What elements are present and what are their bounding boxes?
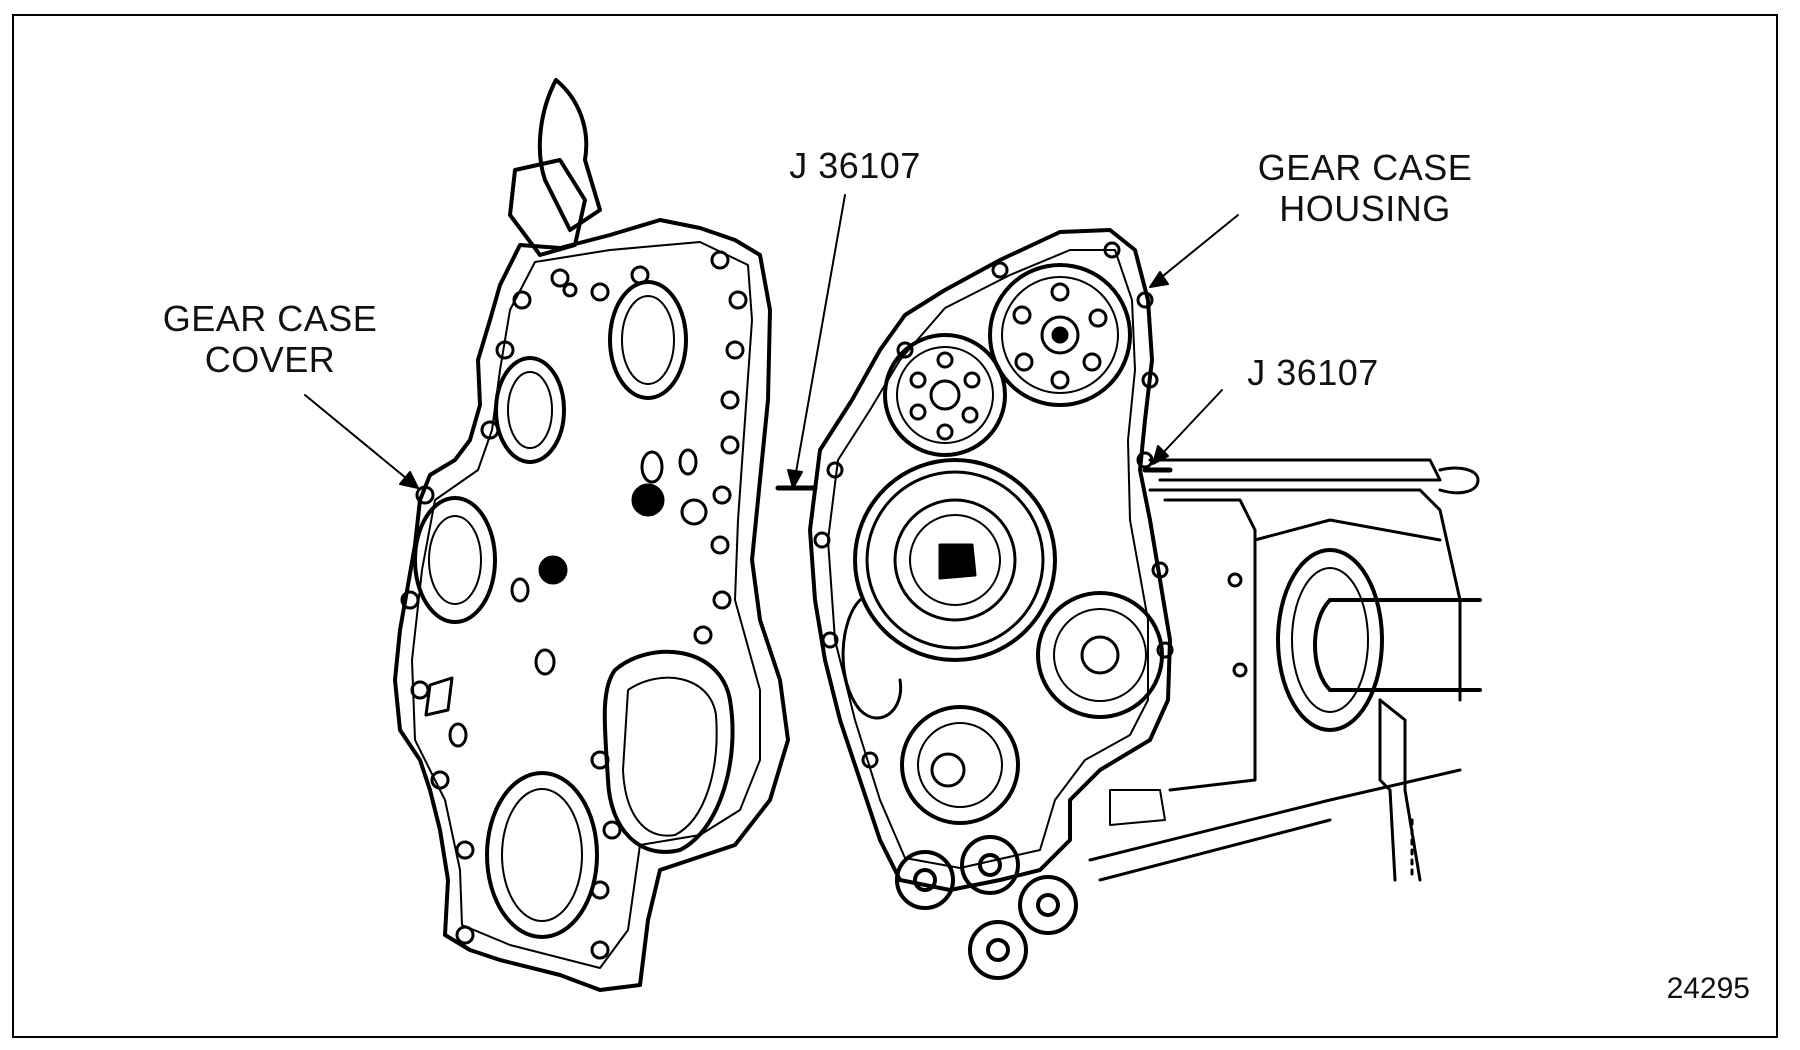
stand-shaft [1313,598,1482,692]
cover-arrowhead [399,471,419,489]
cover-opening-left [413,496,497,624]
gear-case-housing-label: GEAR CASE HOUSING [1240,147,1490,229]
tool-j36107-right-label: J 36107 [1228,352,1398,393]
water-pump-gear [1036,591,1164,719]
tool-j36107-marks [775,467,1173,491]
gear-case-cover-drawing [393,78,790,992]
leader-lines [304,194,1239,489]
idler-pulleys [895,835,1078,980]
stand-flange [1276,548,1384,732]
cover-opening-lower-right [602,649,735,854]
cover-opening-top [608,280,688,400]
cover-opening-bottom [485,771,599,939]
tool-right-leader [1159,389,1223,457]
gear-case-cover-label: GEAR CASE COVER [150,298,390,380]
gear-case-housing-drawing [808,228,1174,980]
cover-leader [304,394,413,484]
figure-number: 24295 [1666,972,1750,1005]
engine-block-drawing [1088,458,1482,882]
lifting-bracket [508,158,587,257]
housing-inner-rim [827,249,1149,869]
housing-outline [808,228,1172,892]
gear-case-cover-label-line1: GEAR CASE [162,298,378,339]
tool-j36107-right-label-text: J 36107 [1247,352,1379,393]
oil-pump-gear [900,705,1020,825]
housing-arrowhead [1149,271,1169,288]
accessory-gear-partial [841,598,903,720]
engine-block-side [1163,498,1257,792]
tool-right-arrowhead [1152,445,1169,465]
tool-j36107-top-label-text: J 36107 [789,145,921,186]
cover-inner-rim [411,241,761,969]
tool-j36107-top-label: J 36107 [770,145,940,186]
gear-case-housing-label-line2: HOUSING [1279,188,1451,229]
lifting-hook [537,78,602,232]
crankshaft-pulley [853,458,1057,662]
engine-block-top [1148,458,1442,482]
tool-top-leader [794,194,846,479]
housing-leader [1157,214,1239,281]
gear-case-housing-label-line1: GEAR CASE [1257,147,1473,188]
tool-top-arrowhead [787,469,803,489]
gear-case-cover-label-line2: COVER [204,339,336,380]
cover-outline [393,218,790,992]
cam-gear [988,263,1132,407]
idler-gear [883,333,1007,457]
cover-opening-upper-left [494,356,566,464]
